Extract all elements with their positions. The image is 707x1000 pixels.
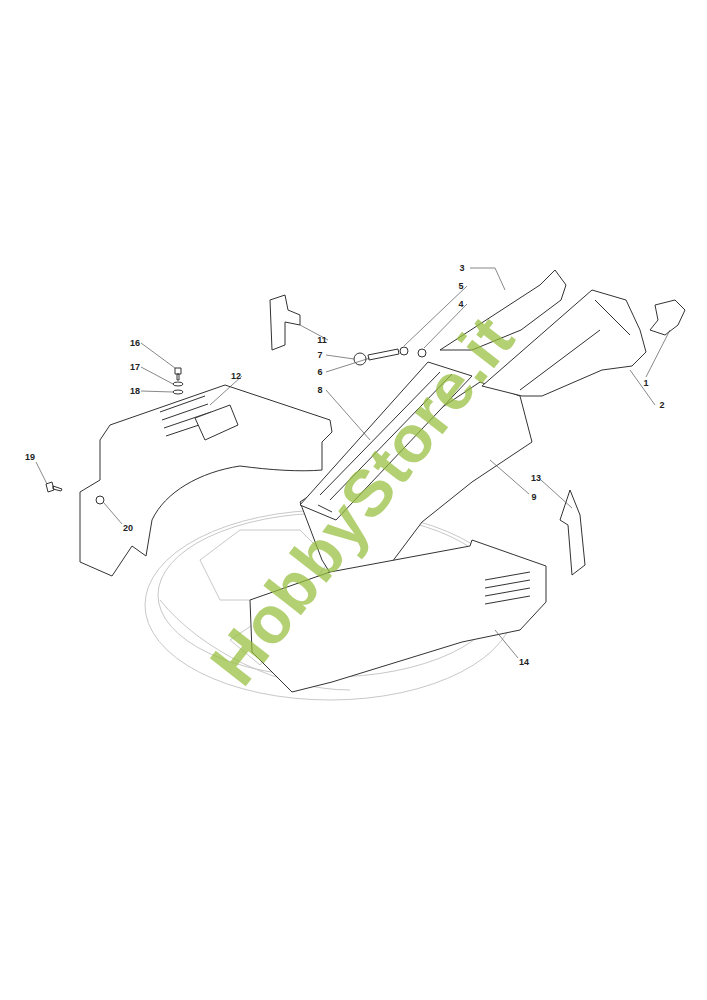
washer (418, 349, 426, 357)
washer (400, 347, 408, 355)
right-housing-slots (485, 572, 530, 604)
callout-number: 2 (659, 401, 664, 410)
callout-number: 20 (123, 524, 133, 533)
hole (96, 496, 104, 504)
callout-number: 11 (317, 336, 327, 345)
screw (46, 482, 62, 492)
bracket (560, 490, 585, 575)
callout-number: 9 (531, 493, 536, 502)
callout-number: 17 (130, 363, 140, 372)
washer (173, 382, 183, 386)
callout-number: 4 (458, 300, 463, 309)
callout-number: 5 (458, 282, 463, 291)
bolt (368, 349, 399, 360)
callout-number: 18 (130, 387, 140, 396)
callout-number: 1 (643, 379, 648, 388)
callout-number: 6 (317, 368, 322, 377)
nut (354, 353, 366, 365)
callout-number: 13 (531, 474, 541, 483)
washer (173, 390, 183, 394)
callout-number: 7 (317, 351, 322, 360)
callout-number: 14 (519, 658, 529, 667)
housing-lamp (195, 405, 238, 440)
callout-number: 3 (459, 264, 464, 273)
callout-number: 12 (231, 372, 241, 381)
callout-number: 8 (317, 386, 322, 395)
callout-number: 19 (25, 453, 35, 462)
callout-number: 16 (130, 339, 140, 348)
bracket (650, 300, 685, 335)
screw (175, 368, 181, 380)
bracket (270, 295, 300, 350)
